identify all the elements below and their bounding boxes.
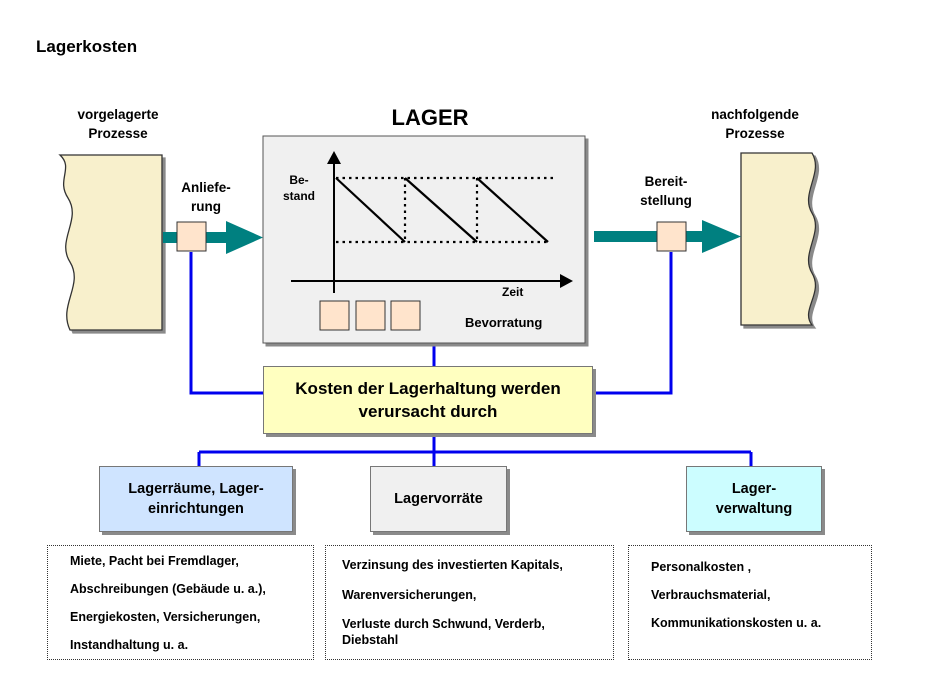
storage-box-3 xyxy=(390,300,421,331)
chart-y-arrow-icon xyxy=(327,151,341,164)
bevorratung-label: Bevorratung xyxy=(465,315,543,330)
detail-item: Kommunikationskosten u. a. xyxy=(651,616,822,630)
chart-consumption-1 xyxy=(335,177,406,243)
detail-item: Verzinsung des investierten Kapitals, xyxy=(342,558,563,572)
stock-chart xyxy=(291,151,573,293)
bestand-line1: Be- xyxy=(289,173,309,187)
zeit-label: Zeit xyxy=(502,285,524,299)
lager-title: LAGER xyxy=(391,105,469,130)
bestand-label: Be- stand xyxy=(268,172,330,204)
category-lagervorraete-line1: Lagervorräte xyxy=(394,491,483,507)
detail-item: Personalkosten , xyxy=(651,560,752,574)
connector-lines xyxy=(189,252,753,466)
bereitstellung-label: Bereit- stellung xyxy=(628,172,704,210)
category-lagerraeume-line1: Lagerräume, Lager- xyxy=(128,481,264,497)
right-process-label: nachfolgende Prozesse xyxy=(700,105,810,143)
details-lagervorraete: Verzinsung des investierten Kapitals, Wa… xyxy=(325,545,614,660)
detail-item: Abschreibungen (Gebäude u. a.), xyxy=(70,582,266,596)
lager-box xyxy=(262,135,586,344)
detail-item: Miete, Pacht bei Fremdlager, xyxy=(70,554,239,568)
category-lagerverwaltung-line2: verwaltung xyxy=(715,501,793,517)
arrow-right-head-icon xyxy=(702,220,741,253)
chart-consumption-3 xyxy=(476,177,549,243)
category-lagerraeume-line2: einrichtungen xyxy=(148,501,244,517)
storage-box-2 xyxy=(355,300,386,331)
page-title: Lagerkosten xyxy=(36,37,138,56)
detail-item: Instandhaltung u. a. xyxy=(70,638,189,652)
left-process-line1: vorgelagerte xyxy=(77,107,159,122)
category-lagervorraete: Lagervorräte xyxy=(370,466,507,532)
category-lagerraeume: Lagerräume, Lager- einrichtungen xyxy=(99,466,293,532)
kosten-line2: verursacht durch xyxy=(358,402,498,421)
detail-item: Warenversicherungen, xyxy=(342,588,477,602)
bereitstellung-line2: stellung xyxy=(640,193,692,208)
chart-consumption-2 xyxy=(404,177,478,243)
right-process-line2: Prozesse xyxy=(725,126,785,141)
kosten-line1: Kosten der Lagerhaltung werden xyxy=(295,379,561,398)
connector-anlieferung xyxy=(189,252,263,395)
process-shape-right xyxy=(740,152,817,326)
detail-item: Energiekosten, Versicherungen, xyxy=(70,610,261,624)
connector-bereitstellung xyxy=(594,252,673,395)
anlieferung-box xyxy=(176,221,207,252)
left-process-label: vorgelagerte Prozesse xyxy=(50,105,186,143)
details-lagerverwaltung: Personalkosten , Verbrauchsmaterial, Kom… xyxy=(628,545,872,660)
process-shape-left xyxy=(58,154,163,331)
anlieferung-label: Anliefe- rung xyxy=(168,178,244,216)
category-lagerverwaltung: Lager- verwaltung xyxy=(686,466,822,532)
category-lagerverwaltung-line1: Lager- xyxy=(731,481,777,497)
details-lagerraeume: Miete, Pacht bei Fremdlager, Abschreibun… xyxy=(47,545,314,660)
anlieferung-line2: rung xyxy=(191,199,221,214)
arrow-right-shaft xyxy=(594,231,704,242)
storage-box-1 xyxy=(319,300,350,331)
kosten-box: Kosten der Lagerhaltung werden verursach… xyxy=(263,366,593,434)
right-process-line1: nachfolgende xyxy=(711,107,799,122)
arrow-left-head-icon xyxy=(226,221,263,254)
left-process-line2: Prozesse xyxy=(88,126,148,141)
anlieferung-line1: Anliefe- xyxy=(181,180,231,195)
detail-item: Verbrauchsmaterial, xyxy=(651,588,771,602)
bestand-line2: stand xyxy=(282,189,315,203)
bereitstellung-box xyxy=(656,221,687,252)
bereitstellung-line1: Bereit- xyxy=(644,174,688,189)
detail-item: Verluste durch Schwund, Verderb, Diebsta… xyxy=(342,617,545,647)
chart-x-arrow-icon xyxy=(560,274,573,288)
